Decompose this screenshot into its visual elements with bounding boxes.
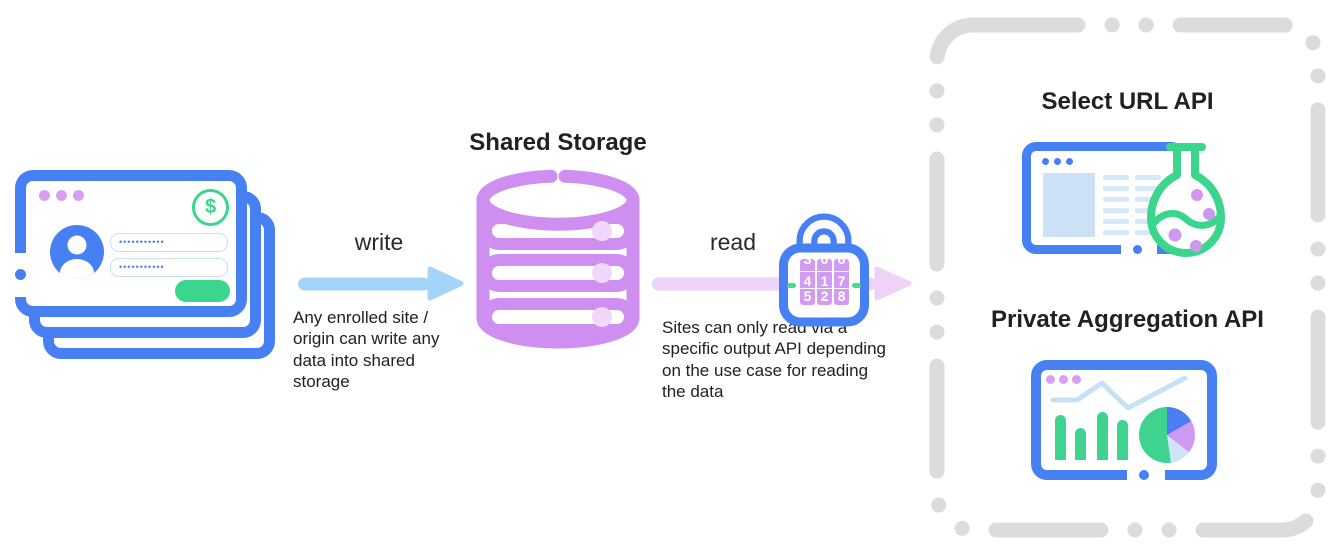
dial-mark: [852, 283, 861, 288]
write-label: write: [354, 229, 404, 255]
pie-chart-icon: [1139, 407, 1195, 463]
dial-mark: [787, 283, 796, 288]
window-dot: [73, 190, 84, 201]
submit-button: [175, 280, 230, 302]
private-aggregation-api-title: Private Aggregation API: [991, 306, 1264, 333]
dial-digit: 7: [834, 271, 849, 289]
dial-digit-partial: 3: [803, 259, 812, 267]
lock-dial: 6 7 8: [834, 259, 849, 305]
dial-digit-partial: 2: [820, 289, 829, 301]
flask-icon: [1147, 143, 1225, 257]
read-caption: Sites can only read via a specific outpu…: [662, 318, 886, 401]
dial-digit: 1: [817, 271, 832, 289]
line-chart-icon: [1050, 375, 1188, 411]
window-dot: [1059, 375, 1068, 384]
write-caption: Any enrolled site / origin can write any…: [293, 308, 440, 391]
window-dot: [1042, 158, 1049, 165]
dial-digit-partial: 5: [803, 289, 812, 301]
border-notch-dot: [1133, 245, 1142, 254]
password-field: •••••••••••: [110, 258, 228, 277]
dollar-icon: $: [192, 189, 229, 226]
lock-dial: 3 4 5: [800, 259, 815, 305]
dial-digit: 4: [800, 271, 815, 289]
window-dot: [1046, 375, 1055, 384]
avatar-icon: [50, 225, 104, 279]
window-dot: [1072, 375, 1081, 384]
write-arrow-icon: [298, 266, 464, 301]
site-window-front: $ ••••••••••• •••••••••••: [15, 170, 247, 317]
private-aggregation-api-icon: [1031, 360, 1217, 480]
read-label: read: [709, 229, 757, 255]
window-dot: [1054, 158, 1061, 165]
shared-storage-title: Shared Storage: [469, 129, 647, 156]
dial-digit-partial: 6: [837, 259, 846, 267]
window-dot: [39, 190, 50, 201]
dashed-border: [929, 17, 1326, 538]
combination-lock-icon: 3 4 5 0 1 2 6 7 8: [778, 199, 870, 327]
lock-dial: 0 1 2: [817, 259, 832, 305]
username-field: •••••••••••: [110, 233, 228, 252]
database-icon: [476, 169, 640, 349]
dial-digit-partial: 8: [837, 289, 846, 301]
border-notch-dot: [1139, 470, 1149, 480]
dial-digit-partial: 0: [820, 259, 829, 267]
window-dot: [56, 190, 67, 201]
border-notch-dot: [15, 269, 26, 280]
select-url-api-title: Select URL API: [1041, 88, 1214, 115]
output-apis-container: Select URL API: [928, 16, 1327, 539]
select-url-api-icon: [1022, 138, 1234, 266]
dollar-symbol: $: [204, 196, 217, 218]
window-dot: [1066, 158, 1073, 165]
content-block: [1043, 173, 1095, 237]
